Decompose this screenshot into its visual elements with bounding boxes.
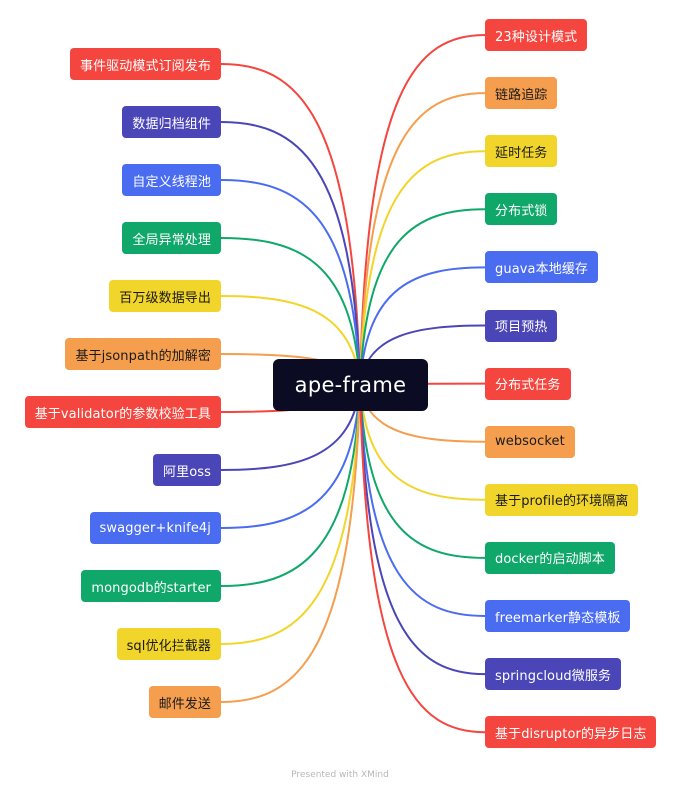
left-topic[interactable]: sql优化拦截器 <box>116 628 221 660</box>
branch-line <box>220 384 361 645</box>
branch-line <box>359 384 486 617</box>
right-topic[interactable]: 分布式任务 <box>485 367 571 400</box>
branch-line <box>220 179 361 386</box>
left-topic[interactable]: 自定义线程池 <box>122 164 221 196</box>
right-topic[interactable]: docker的启动脚本 <box>485 541 615 574</box>
right-topic[interactable]: 延时任务 <box>485 135 558 168</box>
right-topic[interactable]: websocket <box>485 425 575 458</box>
branch-line <box>220 384 361 529</box>
branch-line <box>359 150 486 386</box>
branch-line <box>220 237 361 386</box>
branch-line <box>359 384 486 676</box>
branch-line <box>220 384 361 703</box>
right-topic[interactable]: guava本地缓存 <box>485 251 599 284</box>
credit-text: Presented with XMind <box>291 770 389 780</box>
central-topic[interactable]: ape-frame <box>273 359 428 411</box>
left-topic[interactable]: 百万级数据导出 <box>109 280 221 312</box>
right-topic[interactable]: 分布式锁 <box>485 193 558 226</box>
branch-line <box>359 92 486 386</box>
branch-line <box>359 208 486 386</box>
branch-line <box>220 63 361 386</box>
left-topic[interactable]: 邮件发送 <box>148 686 221 718</box>
left-topic[interactable]: 基于jsonpath的加解密 <box>65 338 221 370</box>
left-topic[interactable]: 全局异常处理 <box>122 222 221 254</box>
branch-line <box>359 384 486 501</box>
right-topic[interactable]: 项目预热 <box>485 309 558 342</box>
left-topic[interactable]: 阿里oss <box>153 454 221 486</box>
left-topic[interactable]: swagger+knife4j <box>89 512 221 544</box>
right-topic[interactable]: 23种设计模式 <box>485 19 588 51</box>
right-topic[interactable]: 基于profile的环境隔离 <box>485 483 639 516</box>
branch-line <box>359 34 486 386</box>
branch-line <box>220 121 361 386</box>
branch-line <box>359 266 486 386</box>
right-topic[interactable]: springcloud微服务 <box>485 658 622 691</box>
left-topic[interactable]: mongodb的starter <box>81 570 221 602</box>
left-topic[interactable]: 数据归档组件 <box>122 106 221 138</box>
branch-line <box>359 384 486 559</box>
left-topic[interactable]: 基于validator的参数校验工具 <box>24 396 221 428</box>
branch-line <box>220 384 361 587</box>
right-topic[interactable]: freemarker静态模板 <box>485 600 631 632</box>
left-topic[interactable]: 事件驱动模式订阅发布 <box>69 48 221 80</box>
branch-line <box>359 384 486 734</box>
right-topic[interactable]: 链路追踪 <box>485 77 558 110</box>
right-topic[interactable]: 基于disruptor的异步日志 <box>485 716 657 749</box>
